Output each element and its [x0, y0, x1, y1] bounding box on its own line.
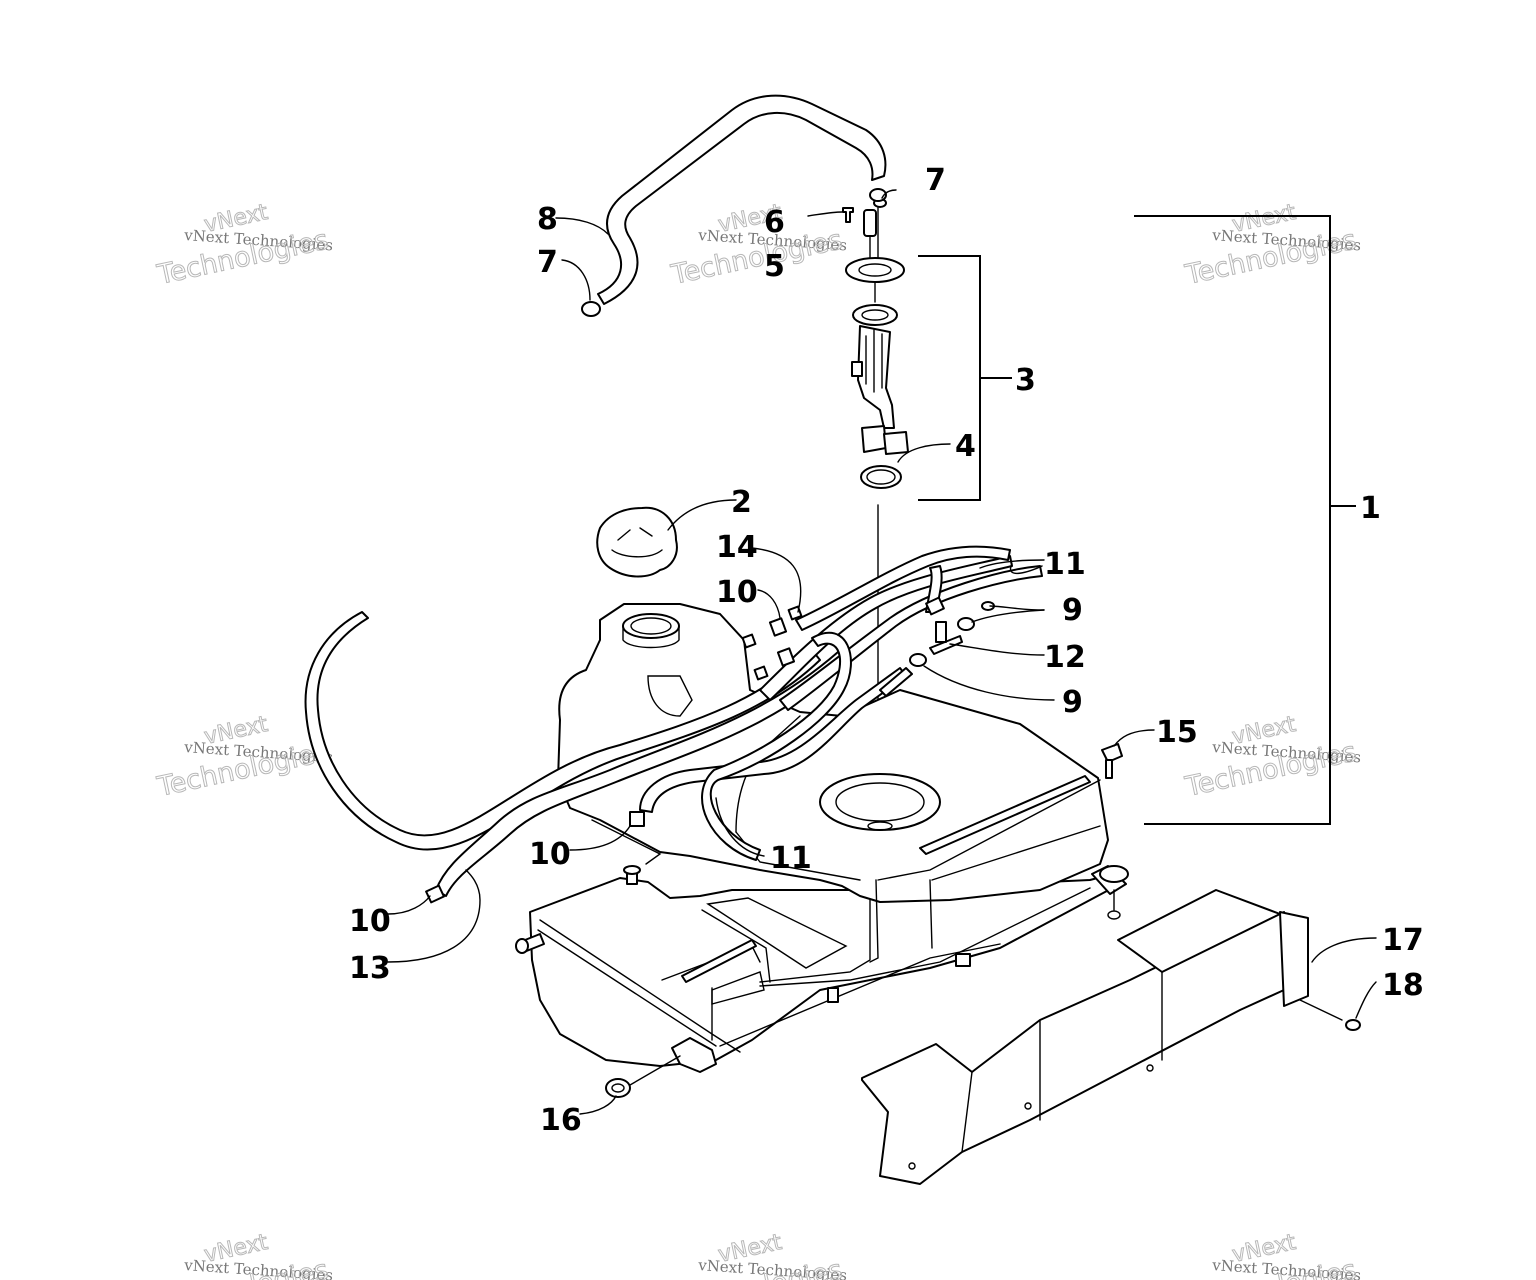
- heat-shield: [861, 889, 1361, 1185]
- callout-18: 18: [1382, 968, 1424, 1003]
- vent-hose-8: [581, 94, 887, 317]
- callout-8: 8: [537, 202, 558, 237]
- callout-6: 6: [764, 205, 785, 240]
- callout-16: 16: [540, 1103, 582, 1138]
- callout-10-lower: 10: [349, 904, 391, 939]
- fuel-pump-assembly: [842, 198, 909, 809]
- callout-7-left: 7: [537, 245, 558, 280]
- callout-7-top: 7: [925, 163, 946, 198]
- callout-1: 1: [1360, 491, 1381, 526]
- fuel-hoses: [304, 545, 1043, 904]
- bolt-15: [1101, 743, 1123, 779]
- callout-10-upper: 10: [716, 575, 758, 610]
- grommet-16: [605, 1078, 631, 1098]
- callout-11-lower: 11: [770, 841, 812, 876]
- callout-9-lower: 9: [1062, 685, 1083, 720]
- callout-14: 14: [716, 530, 758, 565]
- callout-17: 17: [1382, 923, 1424, 958]
- callout-15: 15: [1156, 715, 1198, 750]
- callout-11-upper: 11: [1044, 547, 1086, 582]
- callout-13: 13: [349, 951, 391, 986]
- assembly-brackets: [918, 215, 1356, 825]
- callout-labels: 1 2 3 4 5 6 7 7 8 9 9 10 10 10 11 11 12 …: [349, 163, 1424, 1138]
- gas-cap: [596, 506, 678, 578]
- callout-3: 3: [1015, 363, 1036, 398]
- callout-5: 5: [764, 249, 785, 284]
- callout-12: 12: [1044, 640, 1086, 675]
- callout-2: 2: [731, 485, 752, 520]
- callout-4: 4: [955, 429, 976, 464]
- callout-9-upper: 9: [1062, 593, 1083, 628]
- callout-10-middle: 10: [529, 837, 571, 872]
- leader-lines: [387, 189, 1377, 1115]
